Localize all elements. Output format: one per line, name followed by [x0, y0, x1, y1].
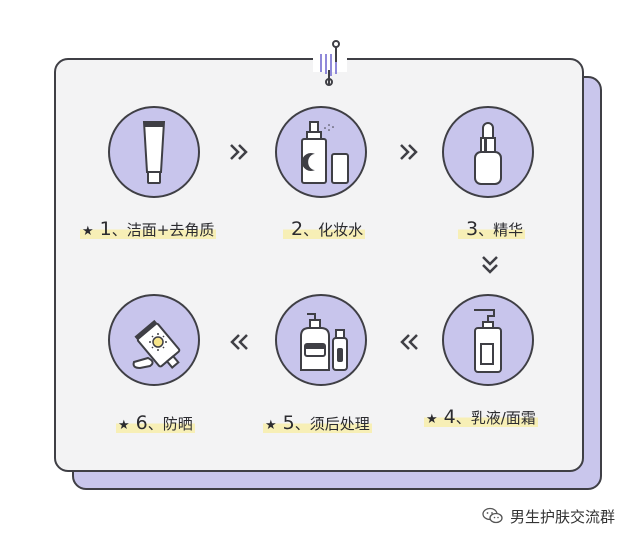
arrow-right-icon — [400, 144, 418, 160]
aftershave-bottles-icon — [300, 313, 348, 371]
sunscreen-tube-icon — [132, 319, 181, 370]
arrow-down-icon — [482, 256, 498, 274]
step-5-circle — [275, 294, 367, 386]
step-2-circle — [275, 106, 367, 198]
arrow-right-icon — [230, 144, 248, 160]
step-1-circle — [108, 106, 200, 198]
serum-dropper-icon — [474, 122, 502, 185]
cleanser-tube-icon — [142, 121, 166, 184]
lotion-pump-icon — [474, 309, 502, 373]
step-4-label: ★4、乳液/面霜 — [424, 406, 538, 428]
step-6-label: ★6、防晒 — [116, 412, 195, 434]
arrow-left-icon — [230, 334, 248, 350]
step-6-circle — [108, 294, 200, 386]
step-5-label: ★5、须后处理 — [263, 412, 372, 434]
step-3-circle — [442, 106, 534, 198]
step-1-label: ★1、洁面+去角质 — [80, 218, 217, 240]
binder-clip-icon — [313, 40, 347, 86]
watermark: 男生护肤交流群 — [482, 505, 615, 527]
wechat-icon — [482, 507, 503, 524]
step-3-label: 3、精华 — [458, 218, 526, 240]
step-4-circle — [442, 294, 534, 386]
watermark-text: 男生护肤交流群 — [510, 507, 616, 526]
arrow-left-icon — [400, 334, 418, 350]
toner-spray-icon — [301, 121, 349, 184]
step-2-label: 2、化妆水 — [283, 218, 366, 240]
